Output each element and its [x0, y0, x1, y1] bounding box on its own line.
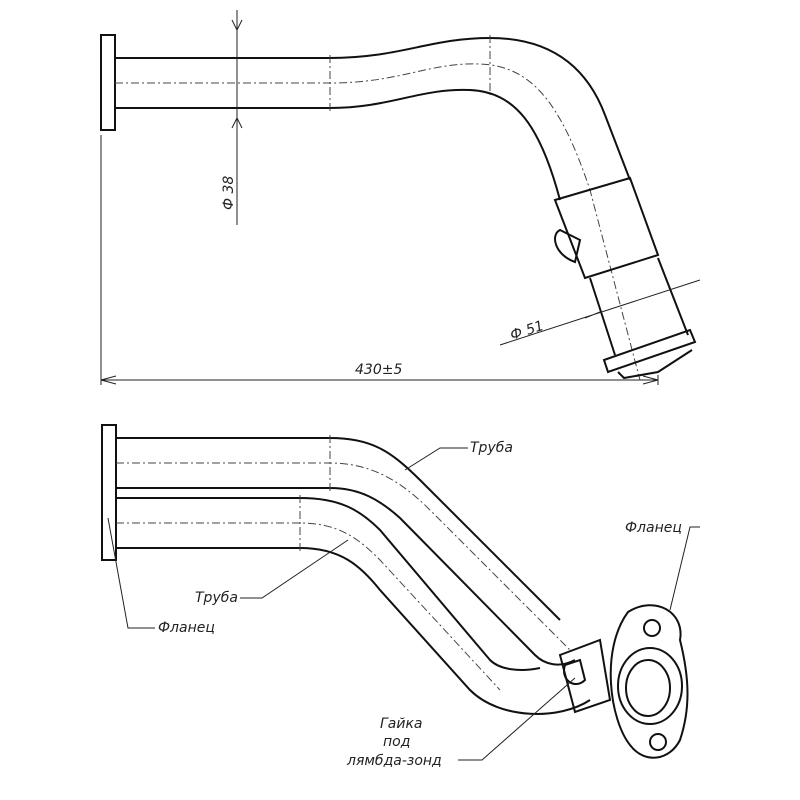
left-flange-side — [101, 424, 117, 561]
length-dimension-line — [100, 135, 659, 385]
flange-hole-bottom — [649, 733, 667, 751]
outlet-pipe — [589, 257, 689, 356]
outlet-ring-outer — [617, 647, 683, 725]
lower-pipe-bottom — [116, 547, 591, 715]
side-view: Труба Труба Фланец Фланец Гайка под лямб… — [101, 424, 700, 769]
upper-pipe-top — [116, 437, 561, 621]
flange-left-label: Фланец — [158, 620, 215, 636]
pipe-left-leader — [240, 539, 349, 599]
nut-label-line3: лямбда-зонд — [346, 753, 442, 769]
dia51-dimension-line — [499, 279, 701, 346]
nut-leader — [458, 677, 576, 761]
flange-left-leader — [107, 517, 155, 629]
flange-hole-top — [643, 619, 661, 637]
lower-pipe-top — [116, 497, 541, 671]
right-flange-side — [602, 328, 697, 380]
pipe-inner-edge — [115, 88, 561, 201]
left-flange — [100, 34, 116, 131]
pipe-top-leader — [404, 447, 468, 471]
lambda-nut — [563, 658, 587, 685]
lambda-nut-sleeve — [558, 638, 612, 714]
dia51-label: Ф 51 — [508, 318, 546, 344]
dia38-dimension-line — [231, 10, 243, 225]
upper-pipe-bottom — [116, 487, 576, 666]
flange-right-label: Фланец — [625, 520, 682, 536]
top-view: Ф 38 Ф 51 430±5 — [100, 10, 701, 385]
sleeve — [553, 176, 660, 280]
nut-label-line2: под — [383, 734, 410, 750]
lambda-nut-top — [554, 228, 582, 264]
flange-right-leader — [669, 526, 700, 611]
length-label: 430±5 — [355, 362, 402, 378]
right-flange-face — [609, 604, 689, 759]
pipe-top-label: Труба — [470, 440, 513, 456]
dia38-label: Ф 38 — [221, 176, 237, 210]
pipe-left-label: Труба — [195, 590, 238, 606]
outlet-ring-inner — [625, 659, 671, 717]
nut-label-line1: Гайка — [380, 716, 423, 732]
